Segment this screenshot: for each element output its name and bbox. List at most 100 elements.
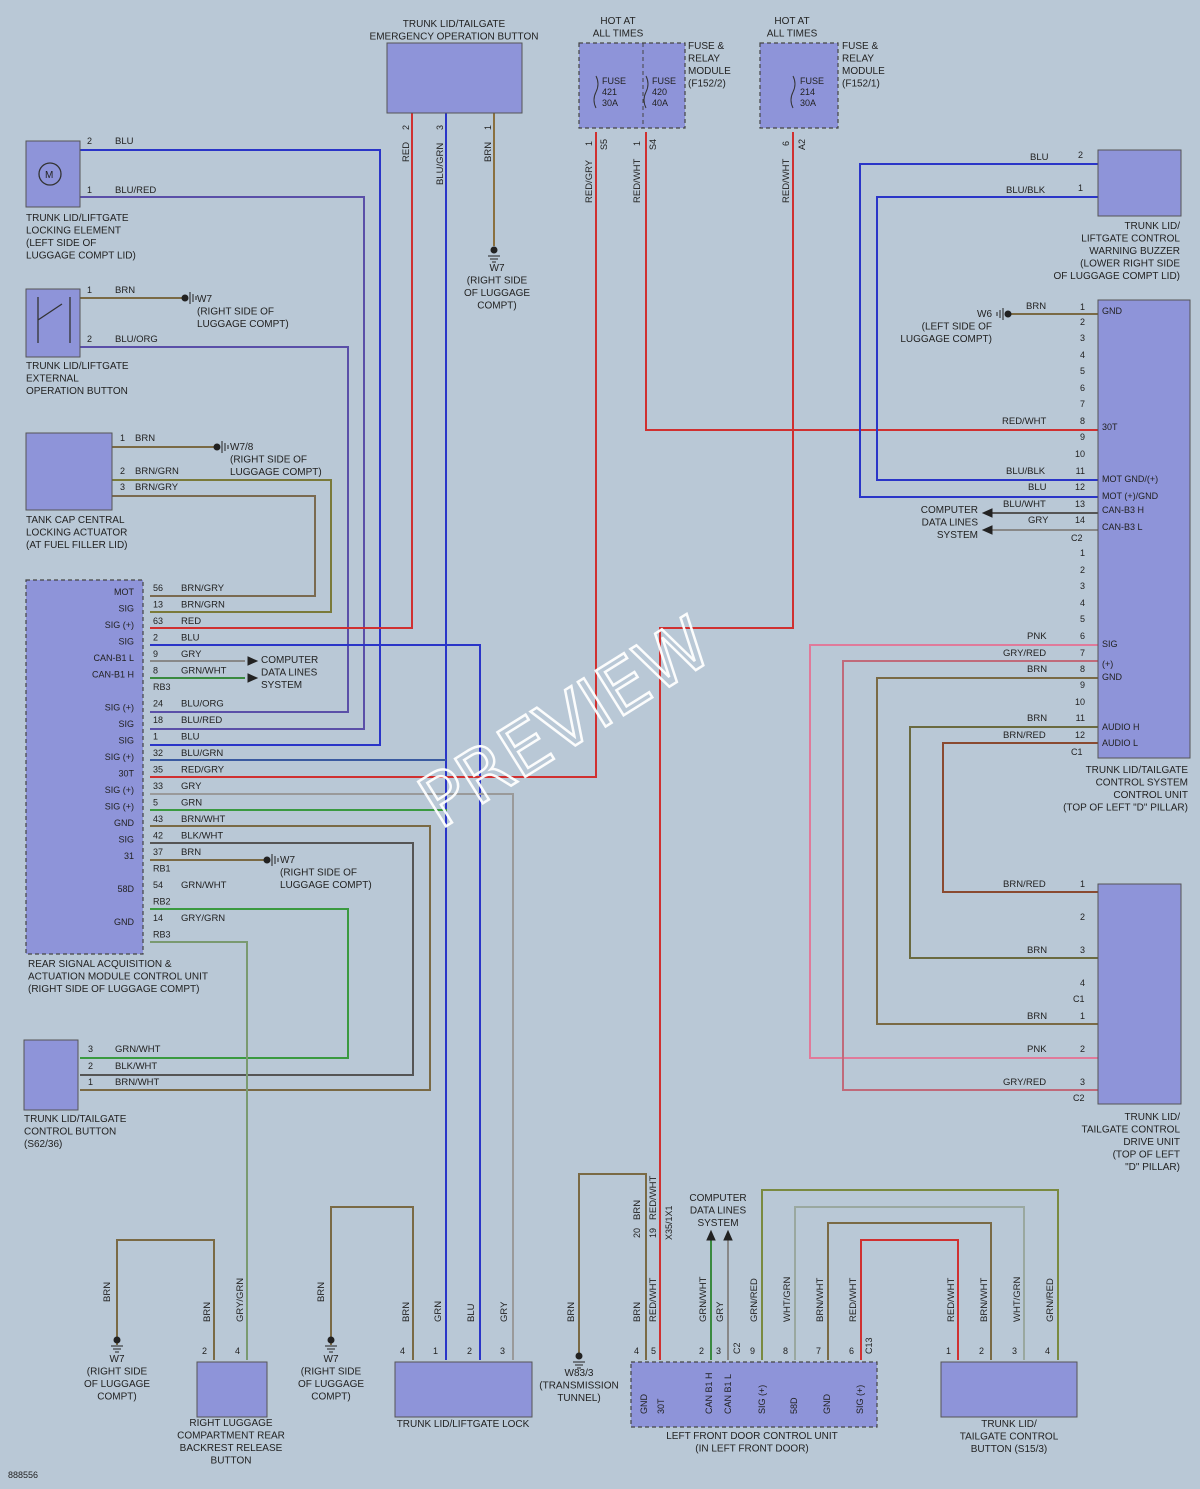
svg-text:3: 3 [716, 1346, 721, 1356]
rear-module-wire-color: GRY [181, 649, 202, 660]
svg-text:4: 4 [235, 1346, 240, 1356]
locking-element-label-line: (LEFT SIDE OF [26, 238, 96, 249]
drive-unit-label-line: "D" PILLAR) [1125, 1162, 1180, 1173]
components: M [23, 42, 1191, 1428]
ground-icon [490, 246, 498, 254]
control-unit-pin-label: AUDIO L [1102, 738, 1138, 748]
rear-module-pin-label: 31 [124, 851, 134, 861]
drive-unit-box [1097, 883, 1182, 1105]
ground-w7-label-line: W7 [110, 1354, 125, 1365]
svg-text:2: 2 [401, 125, 411, 130]
rear-module-wire-color: BRN [181, 847, 201, 858]
svg-text:BRN: BRN [115, 285, 135, 296]
rear-module-pin-label: SIG [118, 719, 134, 729]
door-unit-pin-label: CAN B1 L [723, 1374, 733, 1414]
ground-symbols [111, 246, 1012, 1369]
arrow-up-icon [706, 1229, 716, 1241]
tailgate-button-label-line: BUTTON (S15/3) [971, 1444, 1048, 1455]
door-unit-box [630, 1361, 878, 1428]
ground-icon [113, 1336, 121, 1344]
svg-text:BRN/WHT: BRN/WHT [815, 1277, 826, 1322]
svg-text:1: 1 [433, 1346, 438, 1356]
warning-buzzer-label-line: TRUNK LID/ [1124, 221, 1180, 232]
svg-text:2: 2 [979, 1346, 984, 1356]
computer-data-lines-label-line: DATA LINES [922, 518, 979, 529]
wire-brn-backrest [116, 1239, 215, 1360]
svg-text:1: 1 [1080, 1011, 1085, 1021]
rear-module-wire-color: BRN/WHT [181, 814, 226, 825]
svg-text:BLU/WHT: BLU/WHT [1003, 499, 1046, 510]
rear-module-pin-number: 35 [153, 765, 163, 775]
svg-text:BRN: BRN [1027, 713, 1047, 724]
ground-icon [213, 443, 221, 451]
rear-module-pin-number: RB2 [153, 897, 171, 907]
svg-text:PNK: PNK [1027, 1044, 1047, 1055]
rear-module-wire-color: GRY [181, 781, 202, 792]
svg-text:GRN/WHT: GRN/WHT [698, 1276, 709, 1322]
svg-text:BRN/RED: BRN/RED [1003, 730, 1046, 741]
svg-text:4: 4 [1080, 978, 1085, 988]
door-unit-pin-label: CAN B1 H [704, 1372, 714, 1414]
external-button-label-line: EXTERNAL [26, 374, 79, 385]
pin-number: 6 [1080, 383, 1085, 393]
control-button-label-line: TRUNK LID/TAILGATE [24, 1114, 127, 1125]
rear-module-wire-color: BLK/WHT [181, 831, 223, 842]
door-control-unit-label-line: LEFT FRONT DOOR CONTROL UNIT [666, 1431, 838, 1442]
svg-text:2: 2 [1078, 150, 1083, 160]
ground-w6-label-line: LUGGAGE COMPT) [900, 334, 992, 345]
svg-text:BLU: BLU [1028, 482, 1047, 493]
ground-w83-label-line: W83/3 [565, 1368, 594, 1379]
rear-module-pin-label: SIG (+) [105, 802, 134, 812]
svg-text:3: 3 [88, 1044, 93, 1054]
fuse-module-f152-2-label-line: RELAY [688, 54, 720, 65]
ground-icon [575, 1352, 583, 1360]
svg-text:1: 1 [1080, 879, 1085, 889]
svg-text:WHT/GRN: WHT/GRN [782, 1276, 793, 1322]
rear-module-label: REAR SIGNAL ACQUISITION &ACTUATION MODUL… [28, 959, 208, 995]
svg-text:BRN: BRN [1026, 301, 1046, 312]
pin-number: 11 [1076, 713, 1085, 723]
backrest-button-label-line: RIGHT LUGGAGE [189, 1418, 272, 1429]
fuse-421-label-line: 30A [602, 98, 618, 108]
rear-module-label-line: REAR SIGNAL ACQUISITION & [28, 959, 172, 970]
control-unit-label-line: TRUNK LID/TAILGATE [1086, 765, 1189, 776]
rear-module-pin-number: 54 [153, 880, 163, 890]
control-unit-pin-label: MOT GND/(+) [1102, 474, 1158, 484]
wire-blu-buzzer [859, 163, 1098, 498]
lock-box [394, 1361, 533, 1418]
svg-text:GRN: GRN [433, 1301, 444, 1322]
fuse-module-f152-2-label-line: (F152/2) [688, 79, 726, 90]
rear-module-pin-number: 32 [153, 748, 163, 758]
svg-text:BLU: BLU [115, 136, 134, 147]
svg-text:BRN/GRN: BRN/GRN [135, 466, 179, 477]
svg-text:BRN: BRN [632, 1200, 643, 1220]
svg-text:GRN/RED: GRN/RED [749, 1278, 760, 1322]
control-unit-pin-label: 30T [1102, 422, 1118, 432]
rear-module-pin-label: SIG (+) [105, 752, 134, 762]
rear-module-wire-color: BLU/ORG [181, 699, 224, 710]
svg-text:3: 3 [500, 1346, 505, 1356]
fuse-214-label-line: 30A [800, 98, 816, 108]
trunk-lock-label-line: TRUNK LID/LIFTGATE LOCK [397, 1419, 530, 1430]
svg-text:BLK/WHT: BLK/WHT [115, 1061, 157, 1072]
ground-w6-label-line: (LEFT SIDE OF [922, 322, 992, 333]
rear-module-wire-color: BRN/GRN [181, 600, 225, 611]
ground-w7-label-line: W7 [280, 855, 295, 866]
fuse-420-label-line: 420 [652, 87, 667, 97]
wire-gry-grn-backrest [150, 941, 248, 1360]
pin-number: 2 [1080, 565, 1085, 575]
control-unit-label-line: (TOP OF LEFT "D" PILLAR) [1063, 803, 1188, 814]
tank-cap-box [25, 432, 113, 511]
wire-brn-drive [876, 677, 1098, 1025]
rear-module-pin-number: 14 [153, 913, 163, 923]
door-unit-pin-label: GND [639, 1394, 649, 1415]
svg-text:2: 2 [1080, 1044, 1085, 1054]
svg-text:1: 1 [88, 1077, 93, 1087]
svg-text:RED/WHT: RED/WHT [648, 1175, 659, 1220]
